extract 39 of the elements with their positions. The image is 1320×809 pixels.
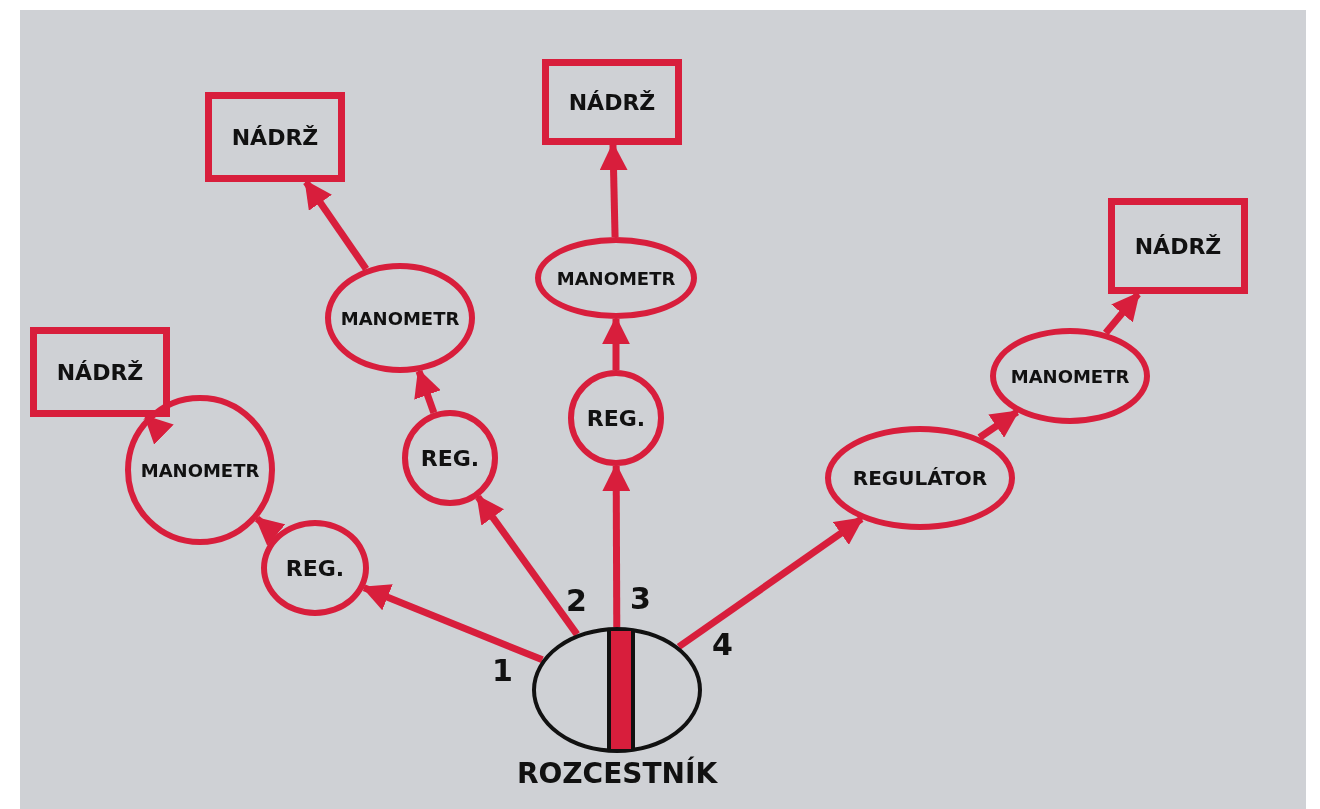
node-label: REG. xyxy=(586,405,646,431)
component-ellipse xyxy=(825,426,1015,530)
component-ellipse xyxy=(325,263,475,373)
outlet-number: 3 xyxy=(630,584,651,614)
node-label: REGULÁTOR xyxy=(852,466,988,490)
tank-box xyxy=(205,92,345,182)
component-ellipse xyxy=(990,328,1150,424)
arrow xyxy=(254,516,286,546)
node-label: NÁDRŽ xyxy=(231,124,319,150)
tank-box xyxy=(542,59,682,145)
arrow xyxy=(361,584,544,664)
arrow xyxy=(303,179,369,271)
node-label: MANOMETR xyxy=(340,307,460,329)
arrow xyxy=(475,494,580,637)
node-label: MANOMETR xyxy=(140,459,260,481)
node-label: NÁDRŽ xyxy=(1134,233,1222,259)
arrow xyxy=(676,516,864,650)
arrow xyxy=(143,414,174,445)
tank-box xyxy=(1108,198,1248,294)
node-label: REG. xyxy=(420,445,480,471)
node-label: MANOMETR xyxy=(556,267,676,289)
node-label: ROZCESTNÍK xyxy=(516,757,718,790)
node-label: NÁDRŽ xyxy=(568,89,656,115)
arrow xyxy=(1103,291,1141,336)
component-ellipse xyxy=(402,410,498,506)
node-label: REG. xyxy=(285,555,345,581)
arrow xyxy=(599,142,628,238)
outlet-number: 4 xyxy=(712,630,733,660)
arrow xyxy=(977,409,1020,441)
outlet-number: 1 xyxy=(492,656,513,686)
node-label: NÁDRŽ xyxy=(56,359,144,385)
component-ellipse xyxy=(261,520,369,616)
tank-box xyxy=(30,327,170,417)
arrow xyxy=(414,368,441,414)
node-label: MANOMETR xyxy=(1010,365,1130,387)
component-ellipse xyxy=(568,370,664,466)
outlet-number: 2 xyxy=(566,586,587,616)
component-ellipse xyxy=(535,237,697,319)
component-ellipse xyxy=(125,395,275,545)
